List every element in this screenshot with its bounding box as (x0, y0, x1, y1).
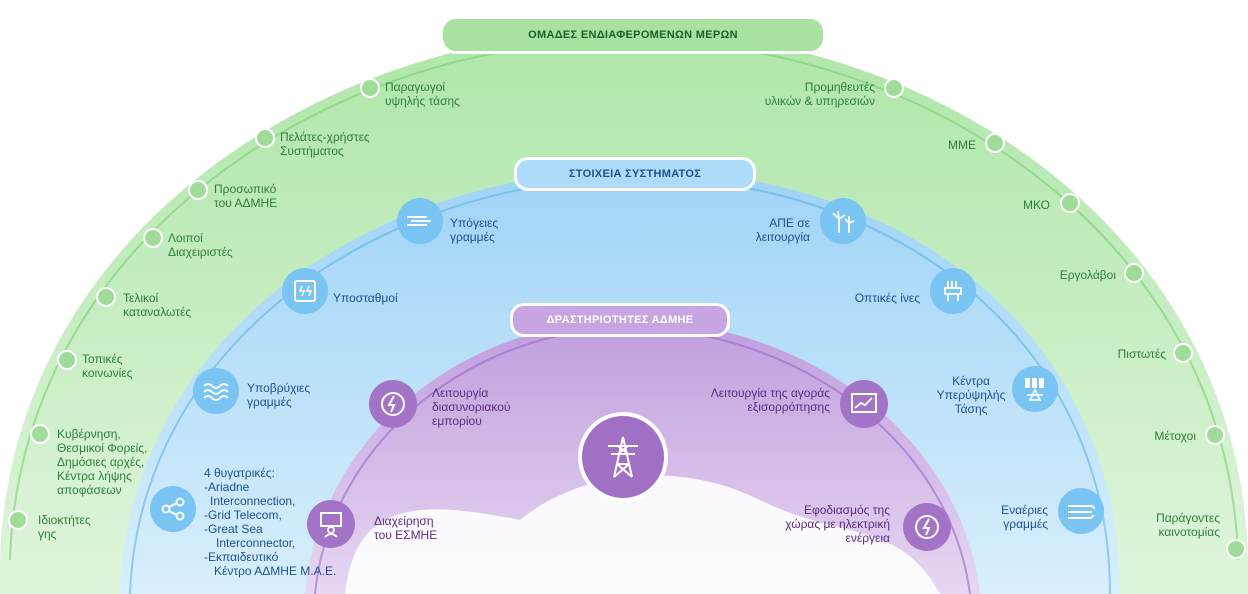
stakeholder-media: ΜΜΕ (948, 138, 976, 152)
overhead-lines-icon (1058, 488, 1104, 534)
stakeholder-dot (1060, 193, 1080, 213)
stakeholder-dot (1124, 263, 1144, 283)
waves-icon (193, 368, 239, 414)
stakeholder-dot (1173, 343, 1193, 363)
high-voltage-center-icon (1012, 366, 1058, 412)
globe-trade-icon (369, 380, 417, 428)
stakeholder-shareholders: Μέτοχοι (1154, 429, 1196, 443)
stakeholder-dot (57, 350, 77, 370)
wind-turbine-icon (820, 198, 866, 244)
underground-cable-icon (397, 198, 443, 244)
stakeholder-dot (1226, 539, 1246, 559)
stakeholder-dot (188, 180, 208, 200)
market-chart-icon (840, 380, 888, 428)
control-operator-icon (307, 500, 355, 548)
stakeholder-dot (985, 133, 1005, 153)
stakeholder-ngos: ΜΚΟ (1023, 198, 1050, 212)
stakeholder-dot (8, 510, 28, 530)
substation-icon (282, 268, 328, 314)
stakeholder-dot (96, 287, 116, 307)
stakeholder-dot (30, 424, 50, 444)
transmission-tower-icon (578, 412, 668, 502)
stakeholder-contractors: Εργολάβοι (1059, 268, 1116, 282)
stakeholder-dot (360, 78, 380, 98)
label-fiber-optics: Οπτικές ίνες (854, 291, 920, 305)
label-substations: Υποσταθμοί (333, 291, 398, 305)
fiber-optic-icon (930, 268, 976, 314)
activities-banner: ΔΡΑΣΤΗΡΙΟΤΗΤΕΣ ΑΔΜΗΕ (510, 303, 730, 337)
stakeholder-creditors: Πιστωτές (1117, 347, 1166, 361)
stakeholder-dot (1205, 425, 1225, 445)
stakeholder-dot (255, 128, 275, 148)
stakeholder-dot (143, 228, 163, 248)
network-share-icon (150, 486, 196, 532)
stakeholder-government: Κυβέρνηση,Θεσμικοί Φορείς,Δημόσιες αρχές… (57, 427, 148, 497)
system-elements-banner: ΣΤΟΙΧΕΙΑ ΣΥΣΤΗΜΑΤΟΣ (514, 157, 756, 191)
stakeholders-banner: ΟΜΑΔΕΣ ΕΝΔΙΑΦΕΡΟΜΕΝΩΝ ΜΕΡΩΝ (440, 16, 826, 54)
stakeholder-dot (884, 78, 904, 98)
label-subsidiaries: 4 θυγατρικές: -Ariadne Interconnection, … (204, 466, 337, 578)
greece-energy-icon (903, 503, 951, 551)
